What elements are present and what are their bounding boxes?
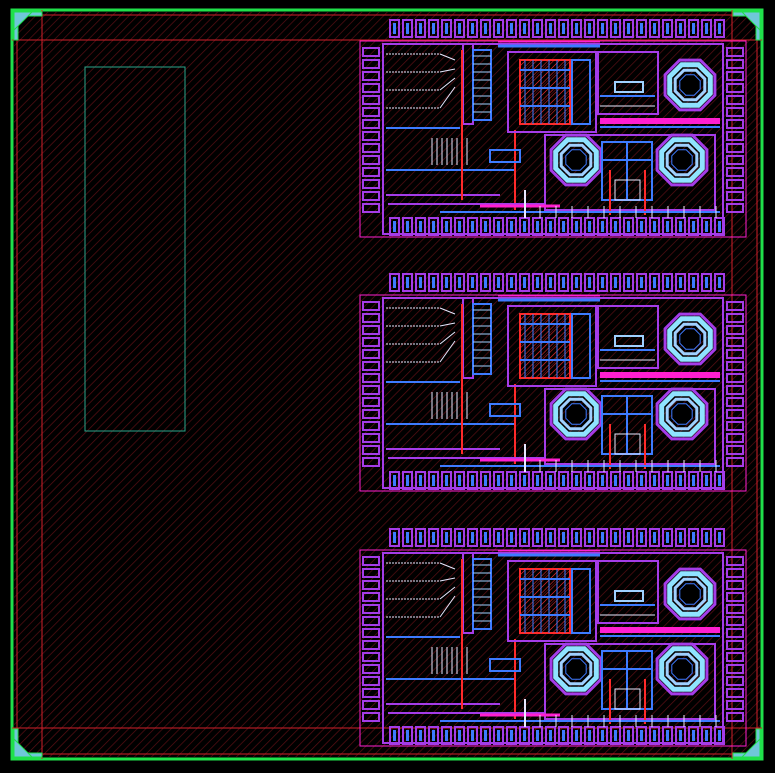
inductor-center-right [655, 387, 709, 441]
pad-col-left [362, 47, 380, 213]
inductor-top-right [663, 58, 717, 112]
corner-tr-fill [740, 11, 761, 32]
pad-col-right [726, 301, 744, 467]
inductor-center-right [655, 133, 709, 187]
center-routing [544, 134, 716, 215]
pad-col-left [362, 556, 380, 722]
bias-network [597, 51, 720, 128]
center-routing [544, 643, 716, 724]
corner-tl-fill [13, 11, 34, 32]
bias-network [597, 305, 720, 382]
pad-row-top [389, 528, 725, 547]
keepout-box [84, 66, 186, 432]
corner-br-fill [740, 737, 761, 758]
transistor-array [498, 295, 600, 387]
inductor-center-left [549, 133, 603, 187]
transistor-array [498, 550, 600, 642]
pad-col-right [726, 47, 744, 213]
center-routing [544, 388, 716, 469]
seal-ring-outer [16, 14, 758, 755]
block-middle [359, 273, 747, 492]
corner-bl-fill [13, 737, 34, 758]
circuit-blocks [359, 19, 747, 747]
block-frame [359, 294, 747, 492]
left-routing [386, 43, 521, 210]
left-routing [386, 297, 521, 464]
inductor-center-left [549, 387, 603, 441]
input-fan-wires [386, 307, 456, 363]
block-top [359, 19, 747, 238]
inductor-center-left [549, 642, 603, 696]
transistor-array [498, 41, 600, 133]
inductor-center-right [655, 642, 709, 696]
block-frame [359, 40, 747, 238]
pad-row-top [389, 273, 725, 292]
pad-row-top [389, 19, 725, 38]
inductor-top-right [663, 567, 717, 621]
pad-col-right [726, 556, 744, 722]
die-outline [10, 8, 764, 761]
input-fan-wires [386, 562, 456, 618]
pad-row-bottom [389, 471, 725, 490]
left-routing [386, 552, 521, 719]
block-frame [359, 549, 747, 747]
bottom-bus [388, 190, 720, 218]
bottom-bus [388, 444, 720, 472]
inductor-top-right [663, 312, 717, 366]
bottom-bus [388, 699, 720, 727]
pad-col-left [362, 301, 380, 467]
bias-network [597, 560, 720, 637]
input-fan-wires [386, 53, 456, 109]
corner-markers [13, 11, 761, 758]
block-bottom [359, 528, 747, 747]
